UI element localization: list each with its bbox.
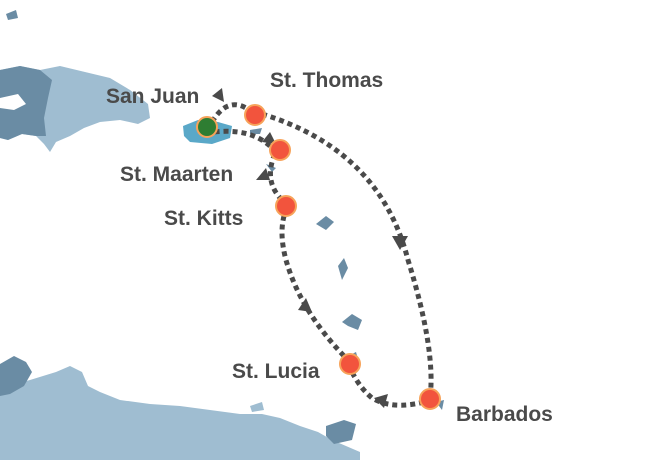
island-martinique [342, 314, 362, 330]
port-marker-st-lucia[interactable] [339, 353, 361, 375]
port-marker-st-maarten[interactable] [269, 139, 291, 161]
trinidad-landmass [326, 420, 356, 444]
home-port-marker-san-juan[interactable] [196, 116, 218, 138]
port-label-st-kitts: St. Kitts [164, 207, 244, 230]
aruba-curacao [250, 402, 264, 412]
small-island-nw [6, 10, 18, 20]
island-anguilla [266, 164, 276, 172]
port-marker-barbados[interactable] [419, 388, 441, 410]
route-arrow-icon [256, 168, 270, 180]
route-st-thomas-to-barbados [261, 111, 434, 399]
route-arrow-icon [298, 298, 312, 312]
route-arrow-icon [212, 88, 224, 102]
route-st-maarten-to-san-juan [213, 128, 272, 148]
port-label-barbados: Barbados [456, 403, 553, 426]
route-st-kitts-to-st-maarten [267, 155, 284, 202]
port-label-st-thomas: St. Thomas [270, 69, 384, 92]
port-marker-st-thomas[interactable] [244, 104, 266, 126]
virgin-islands [250, 128, 262, 134]
colombia-landmass [0, 356, 32, 396]
route-arrow-icon [262, 132, 276, 144]
route-arrow-icon [374, 394, 388, 408]
port-label-san-juan: San Juan [106, 85, 200, 108]
port-label-st-lucia: St. Lucia [232, 360, 320, 383]
haiti-landmass [0, 66, 52, 140]
port-label-st-maarten: St. Maarten [120, 163, 234, 186]
cruise-route [209, 88, 434, 408]
island-antigua [316, 216, 334, 230]
route-st-lucia-to-st-kitts [279, 209, 346, 358]
port-marker-st-kitts[interactable] [275, 195, 297, 217]
haiti-peninsula [0, 94, 26, 110]
south-america-landmass [0, 366, 360, 460]
island-guadeloupe [338, 258, 348, 280]
route-barbados-to-st-lucia [349, 370, 425, 408]
route-arrow-icon [392, 236, 408, 250]
